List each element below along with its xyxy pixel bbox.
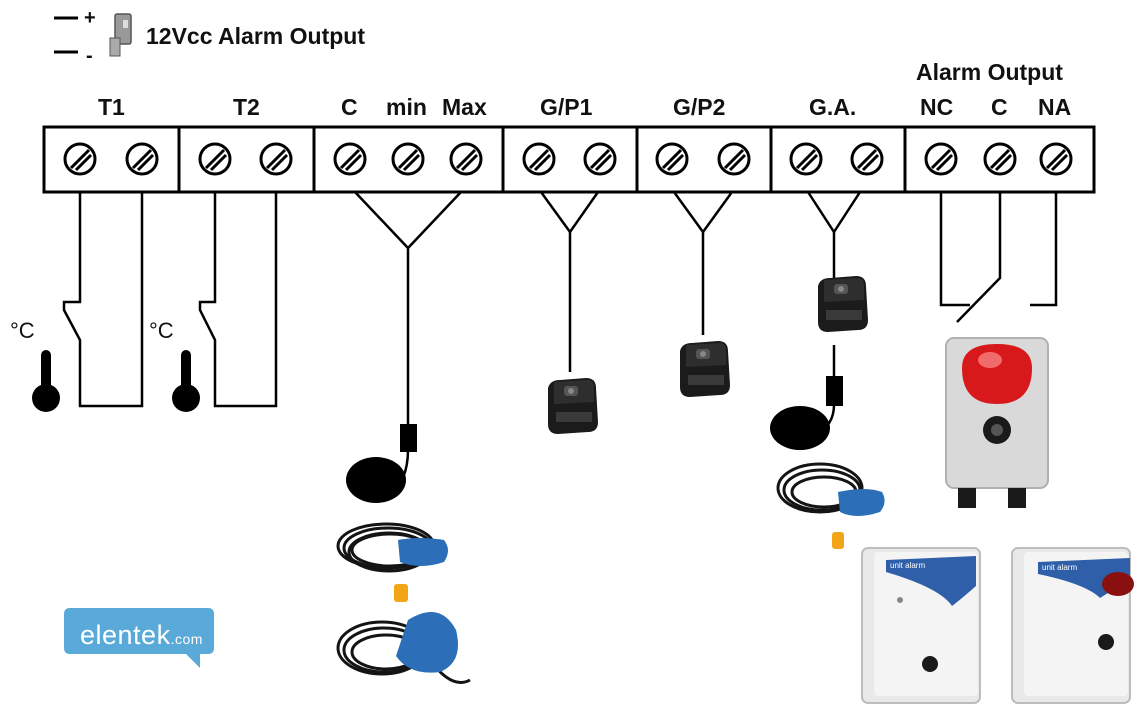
- label-nc: NC: [920, 94, 954, 120]
- screw-ga-a: [789, 142, 823, 176]
- screw-nc: [924, 142, 958, 176]
- screw-gp2-a: [655, 142, 689, 176]
- label-min: min: [386, 94, 427, 120]
- screw-gp1-b: [583, 142, 617, 176]
- cable-gland-float: [400, 424, 417, 452]
- label-t2: T2: [233, 94, 260, 120]
- legend-minus: -: [86, 45, 93, 67]
- float-switch-symbol-ga: [770, 406, 830, 450]
- legend-plus: +: [84, 7, 96, 29]
- screw-t1-a: [63, 142, 97, 176]
- screw-gp1-a: [522, 142, 556, 176]
- label-alarm-c: C: [991, 94, 1008, 120]
- sensor-probe-ga: [818, 276, 868, 332]
- screw-c-alarm: [983, 142, 1017, 176]
- logo-name: elentek: [80, 620, 171, 650]
- sensor-probe-gp2: [680, 341, 730, 397]
- elentek-logo: elentek.com: [80, 620, 203, 651]
- thermometer-icon-t2: [172, 350, 200, 412]
- screw-min: [391, 142, 425, 176]
- thermometer-icon-t1: [32, 350, 60, 412]
- label-ga: G.A.: [809, 94, 857, 120]
- alarm-output-title: Alarm Output: [916, 59, 1063, 85]
- panel-1-label: unit alarm: [890, 561, 926, 570]
- pear-float-switch: [396, 612, 458, 673]
- float-switch-symbol: [346, 457, 406, 503]
- float-switch-blue: [398, 538, 448, 566]
- screw-gp2-b: [717, 142, 751, 176]
- unit-alarm-panel-2: [1011, 547, 1134, 704]
- float-switch-cable-coil-3: [776, 462, 864, 514]
- screw-t2-a: [198, 142, 232, 176]
- screw-c: [333, 142, 367, 176]
- label-gp1: G/P1: [540, 94, 593, 120]
- sensor-probe-gp1: [548, 378, 598, 434]
- logo-bubble: [64, 608, 214, 668]
- spade-connector-icon: [109, 13, 132, 57]
- label-max: Max: [442, 94, 487, 120]
- thermostat-unit-t2: °C: [149, 318, 174, 343]
- legend-label: 12Vcc Alarm Output: [146, 23, 365, 49]
- panel-2-label: unit alarm: [1042, 563, 1078, 572]
- logo-suffix: .com: [170, 631, 203, 647]
- counterweight-icon: [394, 584, 408, 602]
- label-t1: T1: [98, 94, 125, 120]
- label-gp2: G/P2: [673, 94, 726, 120]
- counterweight-icon-2: [832, 532, 844, 549]
- label-na: NA: [1038, 94, 1072, 120]
- screw-t1-b: [125, 142, 159, 176]
- unit-alarm-panel-1: [861, 547, 981, 704]
- wires: [62, 191, 1058, 492]
- screw-na: [1039, 142, 1073, 176]
- screw-max: [449, 142, 483, 176]
- alarm-siren-unit: [945, 337, 1049, 508]
- float-switch-blue-2: [838, 489, 885, 516]
- screw-t2-b: [259, 142, 293, 176]
- cable-gland-ga: [826, 376, 843, 406]
- screw-ga-b: [850, 142, 884, 176]
- label-c: C: [341, 94, 358, 120]
- thermostat-unit-t1: °C: [10, 318, 35, 343]
